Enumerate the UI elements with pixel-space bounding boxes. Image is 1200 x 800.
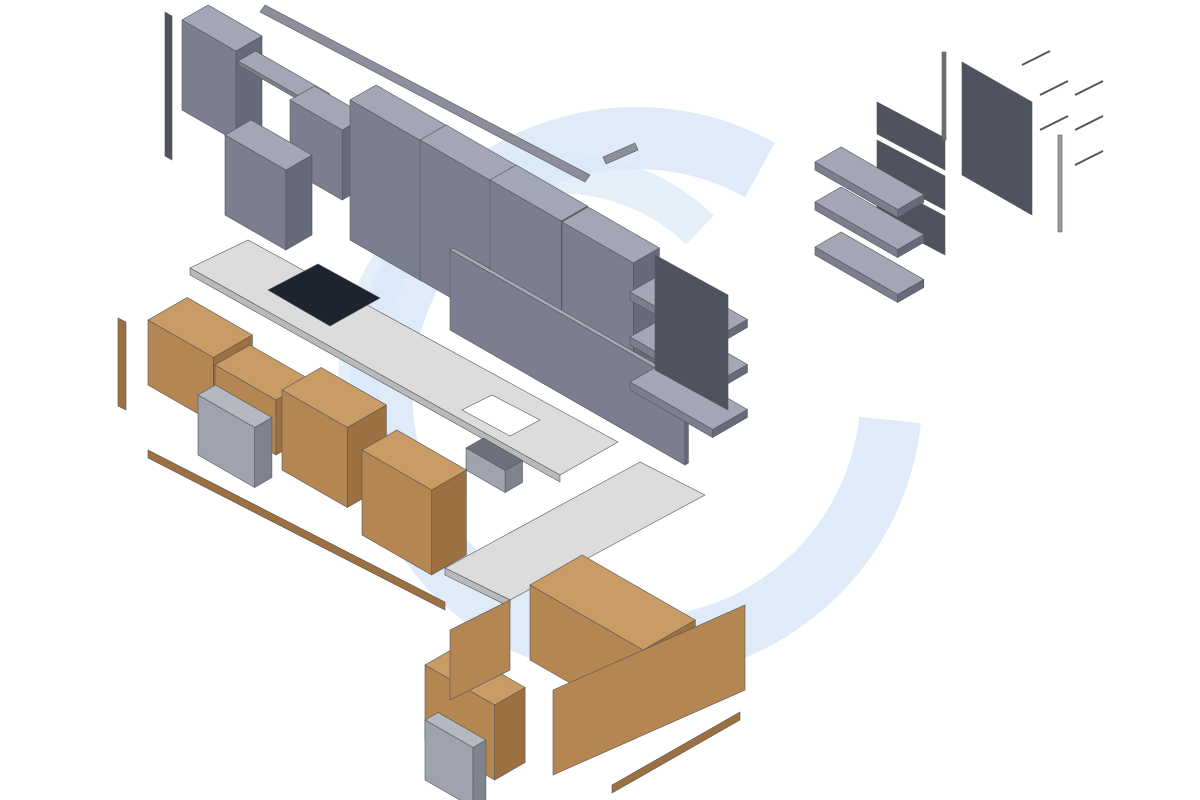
- shelf-kit-shelf-1: [814, 146, 925, 219]
- shelf-kit-panel-large: [961, 61, 1033, 216]
- base-drawer-cabinet-1-front: [147, 319, 214, 424]
- shelf-kit-board-1: [876, 101, 946, 171]
- oven-front: [197, 394, 255, 489]
- upper-cabinet-3-front: [224, 134, 287, 251]
- wine-fridge-side: [472, 739, 487, 800]
- open-shelf-3-front: [629, 381, 713, 439]
- corner-cabinet-panel: [552, 604, 746, 776]
- shelf-kit-shelf-2: [814, 186, 925, 259]
- upper-rail: [259, 4, 591, 183]
- shelf-kit-rod-2: [1057, 134, 1063, 233]
- sink-cutout: [461, 394, 541, 437]
- open-shelf-3: [629, 361, 749, 439]
- countertop-main-edge: [189, 267, 561, 483]
- wine-fridge: [424, 712, 487, 800]
- shelf-side-panel: [654, 254, 729, 411]
- cooktop: [267, 263, 381, 327]
- shelf-kit-shelf-3-front: [814, 246, 898, 304]
- shelf-bracket-3: [1039, 115, 1069, 131]
- kickboard-bottom: [611, 711, 741, 794]
- shelf-bracket-2: [1039, 80, 1069, 96]
- sink-basin: [465, 437, 524, 494]
- oven-side: [254, 416, 273, 489]
- shelf-bracket-4: [1074, 80, 1104, 96]
- dishwasher-cabinet-front: [361, 449, 432, 576]
- base-side-panel-left: [117, 317, 127, 411]
- oven: [197, 384, 273, 489]
- tall-panel: [449, 599, 511, 701]
- sink-basin-front: [465, 447, 506, 494]
- shelf-bracket-5: [1074, 115, 1104, 131]
- side-panel-left: [164, 11, 173, 161]
- shelf-kit-rod: [941, 51, 947, 141]
- upper-cabinet-3-side: [285, 154, 313, 251]
- dishwasher-cabinet: [361, 429, 468, 576]
- plinth-strip: [147, 449, 446, 611]
- shelf-kit-shelf-3: [814, 231, 925, 304]
- upper-cabinet-3: [224, 119, 313, 251]
- shelf-kit-shelf-2-front: [814, 201, 898, 259]
- base-drawer-cabinet-2-front: [281, 389, 348, 509]
- shelf-bracket-1: [1021, 50, 1051, 66]
- shelf-bracket-6: [1074, 150, 1104, 166]
- upper-cabinet-1-front: [181, 19, 237, 142]
- vent-piece: [602, 142, 639, 165]
- kitchen-parts: [117, 4, 1104, 800]
- upper-cabinet-1: [181, 4, 263, 142]
- shelf-kit-shelf-1-front: [814, 161, 898, 219]
- wine-fridge-front: [424, 719, 474, 800]
- shelf-kit-board-2: [876, 139, 946, 211]
